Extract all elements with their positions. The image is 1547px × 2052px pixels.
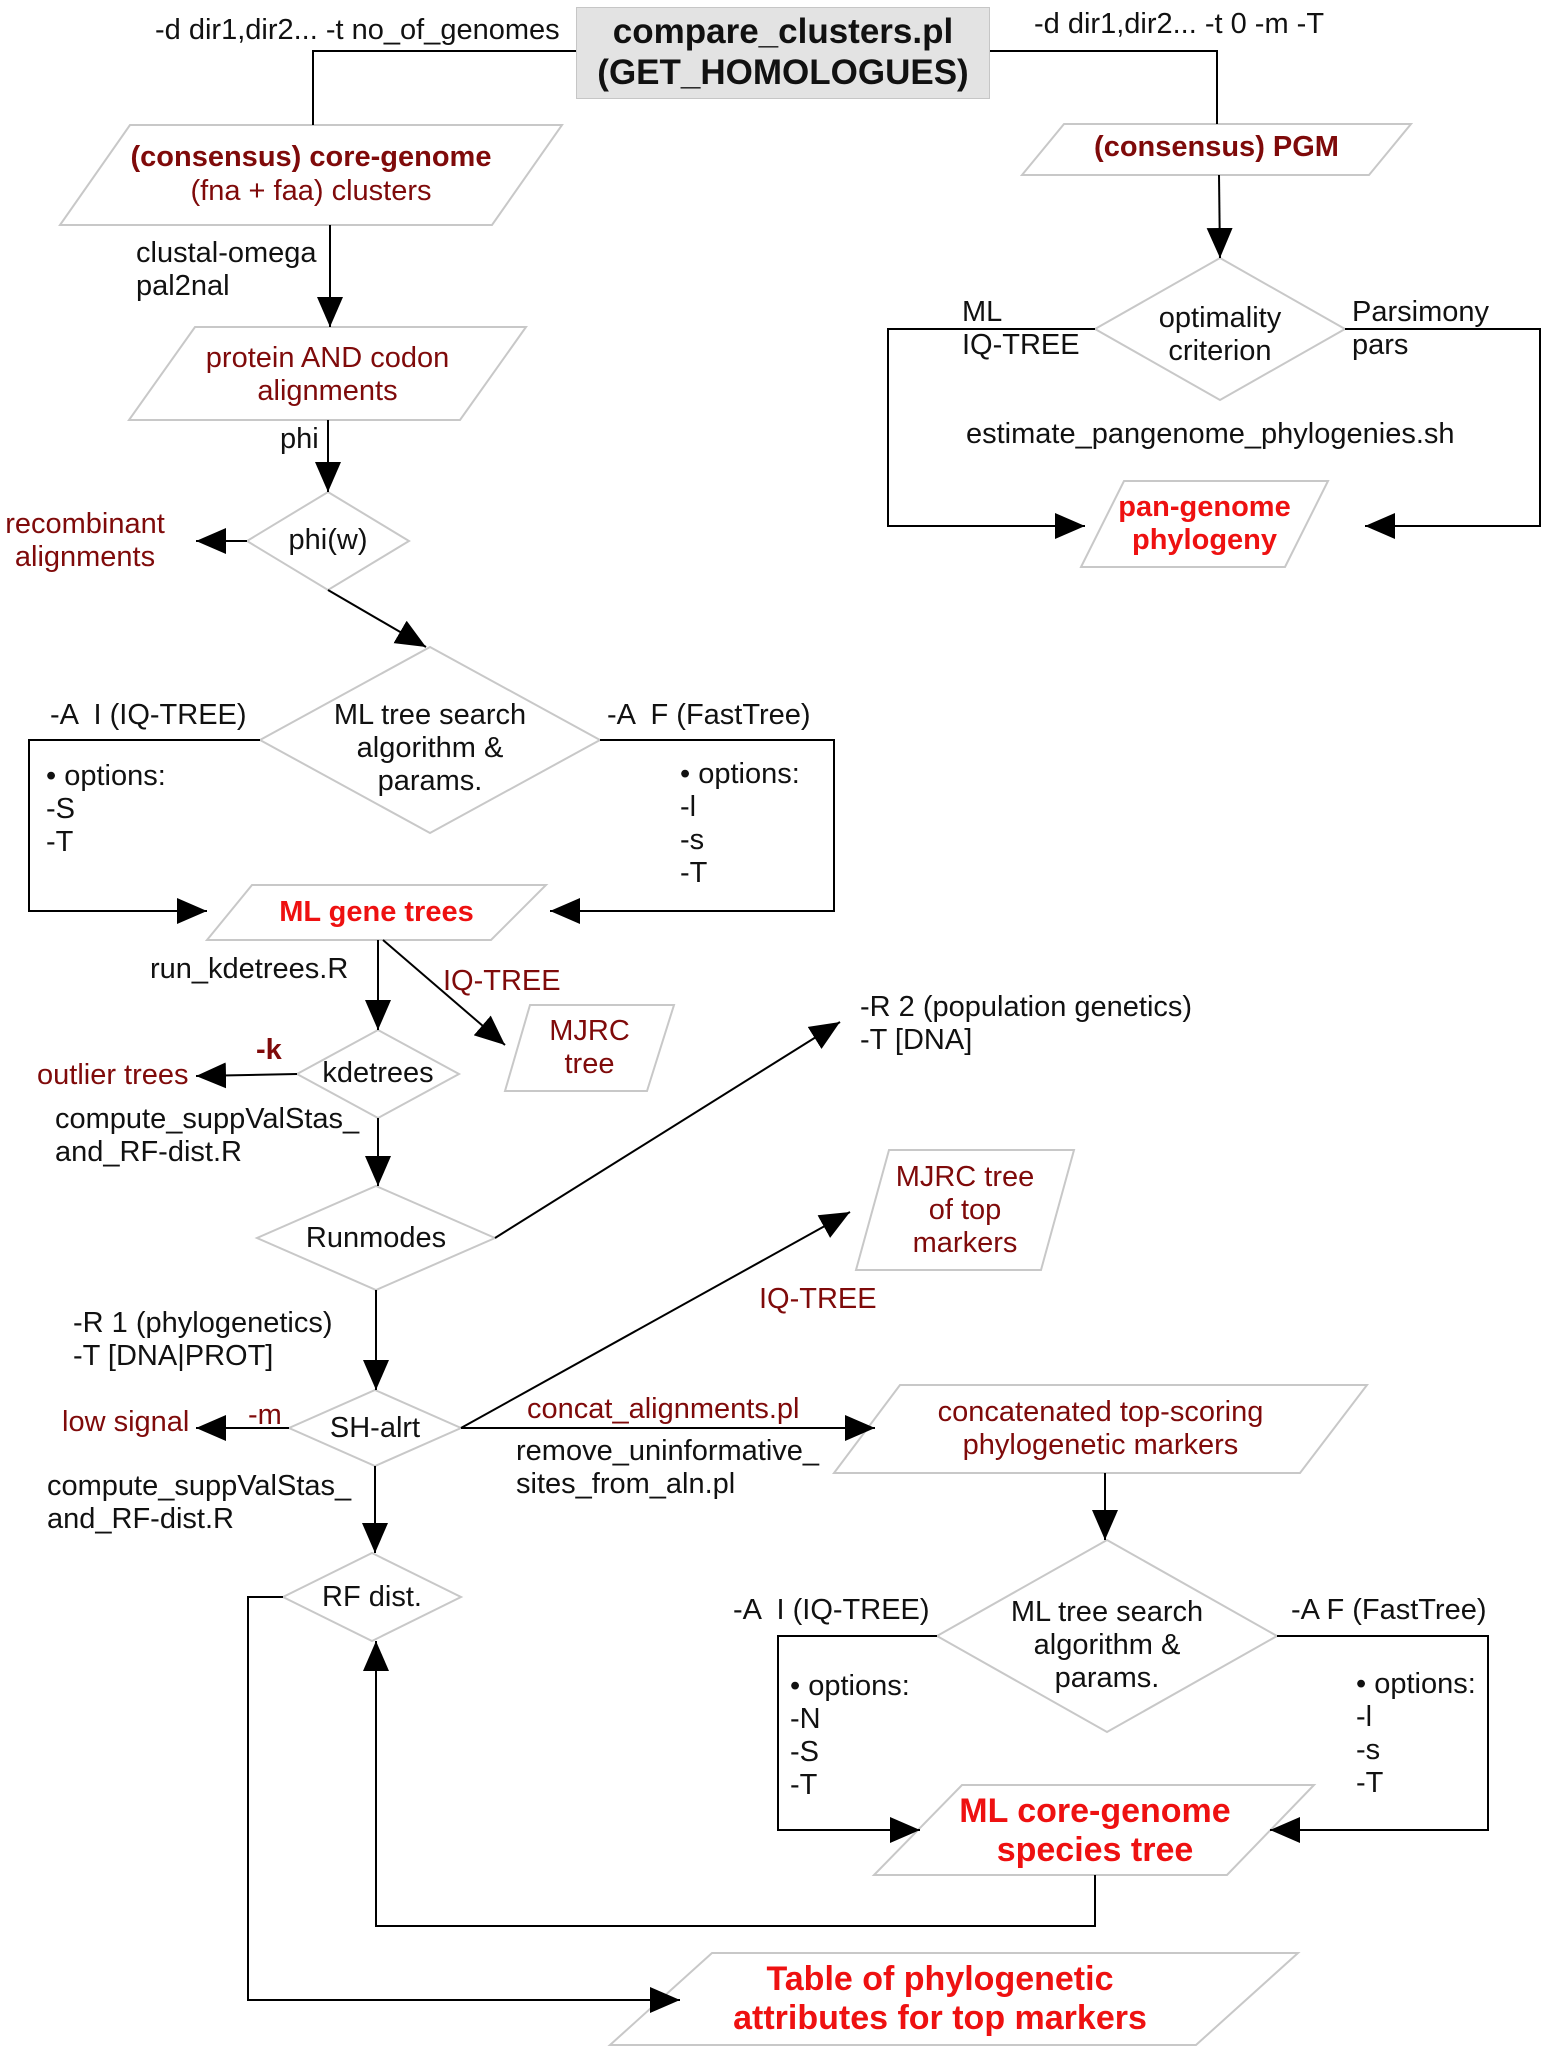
species-tree-shape (871, 1784, 1317, 1876)
concatenated-label: concatenated top-scoring phylogenetic ma… (937, 1396, 1264, 1461)
concatenated-shape (832, 1384, 1370, 1474)
criterion-diamond (1092, 256, 1348, 402)
title-line2: (GET_HOMOLOGUES) (597, 53, 969, 92)
shalrt-label: SH-alrt (329, 1412, 421, 1444)
m-flag-label: -m (248, 1399, 282, 1431)
ml-search2-ft-flag: -A F (FastTree) (1291, 1594, 1487, 1626)
criterion-ml-loop (887, 328, 1095, 539)
right-top-flags: -d dir1,dir2... -t 0 -m -T (1034, 8, 1325, 40)
run-kdetrees-label: run_kdetrees.R (150, 953, 349, 985)
recombinant-label: recombinant alignments (5, 508, 165, 573)
shalrt-to-mjrc-top-arrow (460, 1211, 851, 1429)
title-line1: compare_clusters.pl (612, 12, 954, 51)
low-signal-label: low signal (62, 1406, 190, 1438)
pgm-label: (consensus) PGM (1094, 131, 1339, 163)
pangenome-script-label: estimate_pangenome_phylogenies.sh (966, 418, 1455, 450)
species-to-rf-arrow (363, 1641, 1096, 1927)
runmodes-to-popgen-arrow (494, 1021, 841, 1239)
shalrt-compute-label: compute_suppValStas_ and_RF-dist.R (47, 1470, 352, 1535)
gene-to-mjrc-arrow (382, 939, 506, 1046)
ml-search2-iq-flag: -A I (IQ-TREE) (733, 1594, 930, 1626)
ml-search1-ft-flag: -A F (FastTree) (607, 699, 811, 731)
concat-script-label: concat_alignments.pl (527, 1393, 800, 1425)
mjrc-shape (503, 1004, 676, 1092)
ml-search2-ft-options: • options: -l -s -T (1356, 1668, 1476, 1799)
mlsearch1-left-loop (28, 739, 260, 924)
title-left-connector (312, 50, 576, 125)
mjrc-top-iqtree-label: IQ-TREE (759, 1283, 877, 1315)
ml-iqtree-label: ML IQ-TREE (962, 296, 1080, 361)
kde-compute-label: compute_suppValStas_ and_RF-dist.R (55, 1103, 360, 1168)
ml-search1-iq-options: • options: -S -T (46, 760, 166, 858)
left-top-flags: -d dir1,dir2... -t no_of_genomes (155, 14, 560, 46)
pangenome-phylogeny-label: pan-genome phylogeny (1118, 491, 1291, 556)
kdetrees-label: kdetrees (322, 1057, 434, 1089)
parsimony-label: Parsimony pars (1352, 296, 1489, 361)
ml-search2-label: ML tree search algorithm & params. (1010, 1596, 1204, 1694)
mjrc-top-shape (854, 1149, 1076, 1271)
ml-search1-label: ML tree search algorithm & params. (333, 699, 527, 797)
k-flag-label: -k (256, 1034, 282, 1066)
pgm-shape (1019, 123, 1414, 176)
phiw-to-mlsearch-arrow (327, 589, 427, 648)
mlsearch1-right-loop (550, 739, 835, 924)
pgm-to-criterion-arrow (1206, 174, 1233, 259)
mjrc-label: MJRC tree (549, 1015, 630, 1080)
remove-script-label: remove_uninformative_ sites_from_aln.pl (516, 1435, 820, 1500)
rf-dist-label: RF dist. (322, 1581, 422, 1613)
criterion-pars-loop (1345, 328, 1541, 539)
phiw-label: phi(w) (288, 524, 368, 556)
alignments-shape (127, 326, 528, 421)
ml-search2-diamond (934, 1538, 1280, 1734)
ml-search1-ft-options: • options: -l -s -T (680, 758, 800, 889)
criterion-label: optimality criterion (1158, 302, 1282, 367)
table-label: Table of phylogenetic attributes for top… (733, 1960, 1147, 2037)
kde-to-outlier-arrow (195, 1062, 298, 1089)
gene-trees-label: ML gene trees (279, 896, 474, 928)
runmodes-label: Runmodes (305, 1222, 447, 1254)
phylo-mode-label: -R 1 (phylogenetics) -T [DNA|PROT] (73, 1307, 333, 1372)
mjrc-top-label: MJRC tree of top markers (895, 1161, 1035, 1259)
pangenome-shape (1079, 480, 1330, 568)
phi-label: phi (280, 423, 319, 455)
ml-search1-diamond (257, 645, 603, 835)
core-genome-label: (consensus) core-genome (130, 141, 492, 173)
title-right-connector (990, 50, 1218, 124)
kde-iqtree-label: IQ-TREE (443, 965, 561, 997)
aligners-label: clustal-omega pal2nal (136, 237, 317, 302)
core-genome-shape (58, 124, 564, 226)
ml-search2-iq-options: • options: -N -S -T (790, 1670, 910, 1801)
rf-to-table-arrow (247, 1596, 680, 2013)
title-box (576, 7, 990, 99)
mlsearch2-right-loop (1270, 1635, 1489, 1843)
alignments-label: protein AND codon alignments (205, 342, 450, 407)
species-tree-label: ML core-genome species tree (959, 1792, 1231, 1869)
core-genome-sub-label: (fna + faa) clusters (190, 175, 432, 207)
gene-trees-shape (204, 884, 549, 941)
outlier-trees-label: outlier trees (37, 1059, 189, 1091)
mlsearch2-left-loop (777, 1635, 937, 1843)
table-shape (607, 1952, 1301, 2046)
popgen-mode-label: -R 2 (population genetics) -T [DNA] (860, 991, 1193, 1056)
ml-search1-iq-flag: -A I (IQ-TREE) (50, 699, 247, 731)
